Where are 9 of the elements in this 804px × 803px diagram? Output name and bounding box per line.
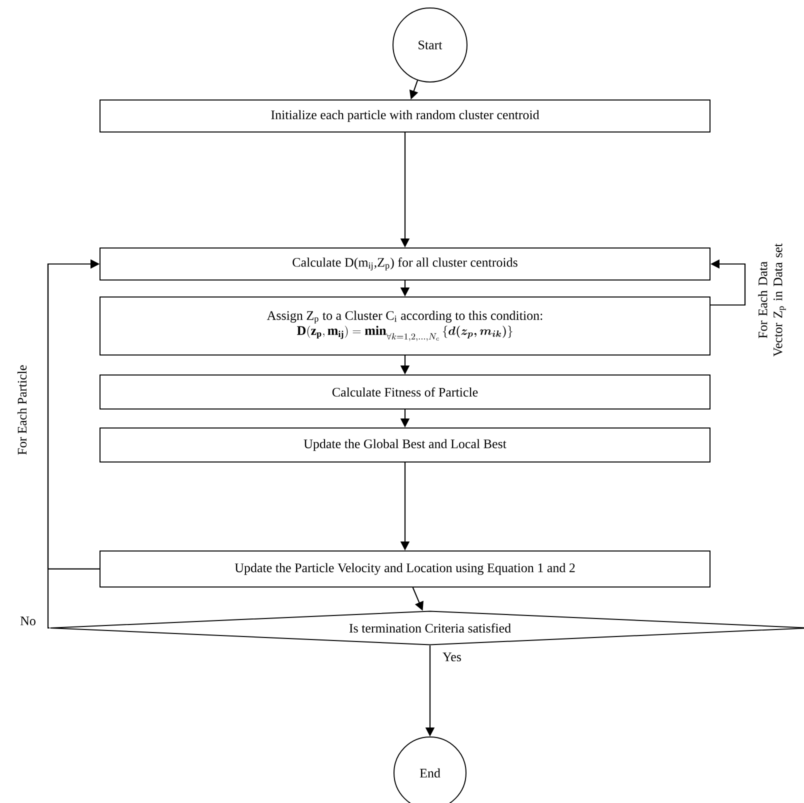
edge-label: No	[19, 616, 37, 626]
loop-label: For Each Particle	[17, 365, 27, 455]
process-box: Assign Z$_{p}$ to a Cluster C$_{i}$ according to this condition: $\mathbf{D(z_p,m_{ij})=min}_{\forall k=1,2,\ldots,N_c}\left\{\boldsymbol{d(z_p,m_{ik})}\right\}$	[100, 296, 710, 356]
edge-label: Yes	[442, 652, 462, 662]
process-box: Initialize each particle with random cluster centroid	[100, 100, 710, 132]
process-box: Calculate Fitness of Particle	[100, 374, 710, 410]
process-box: Calculate D(m$_{ij}$,Z$_{p}$) for all cluster centroids	[100, 248, 710, 280]
process-box: Update the Particle Velocity and Location using Equation 1 and 2	[100, 550, 710, 588]
process-box: Update the Global Best and Local Best	[100, 427, 710, 462]
